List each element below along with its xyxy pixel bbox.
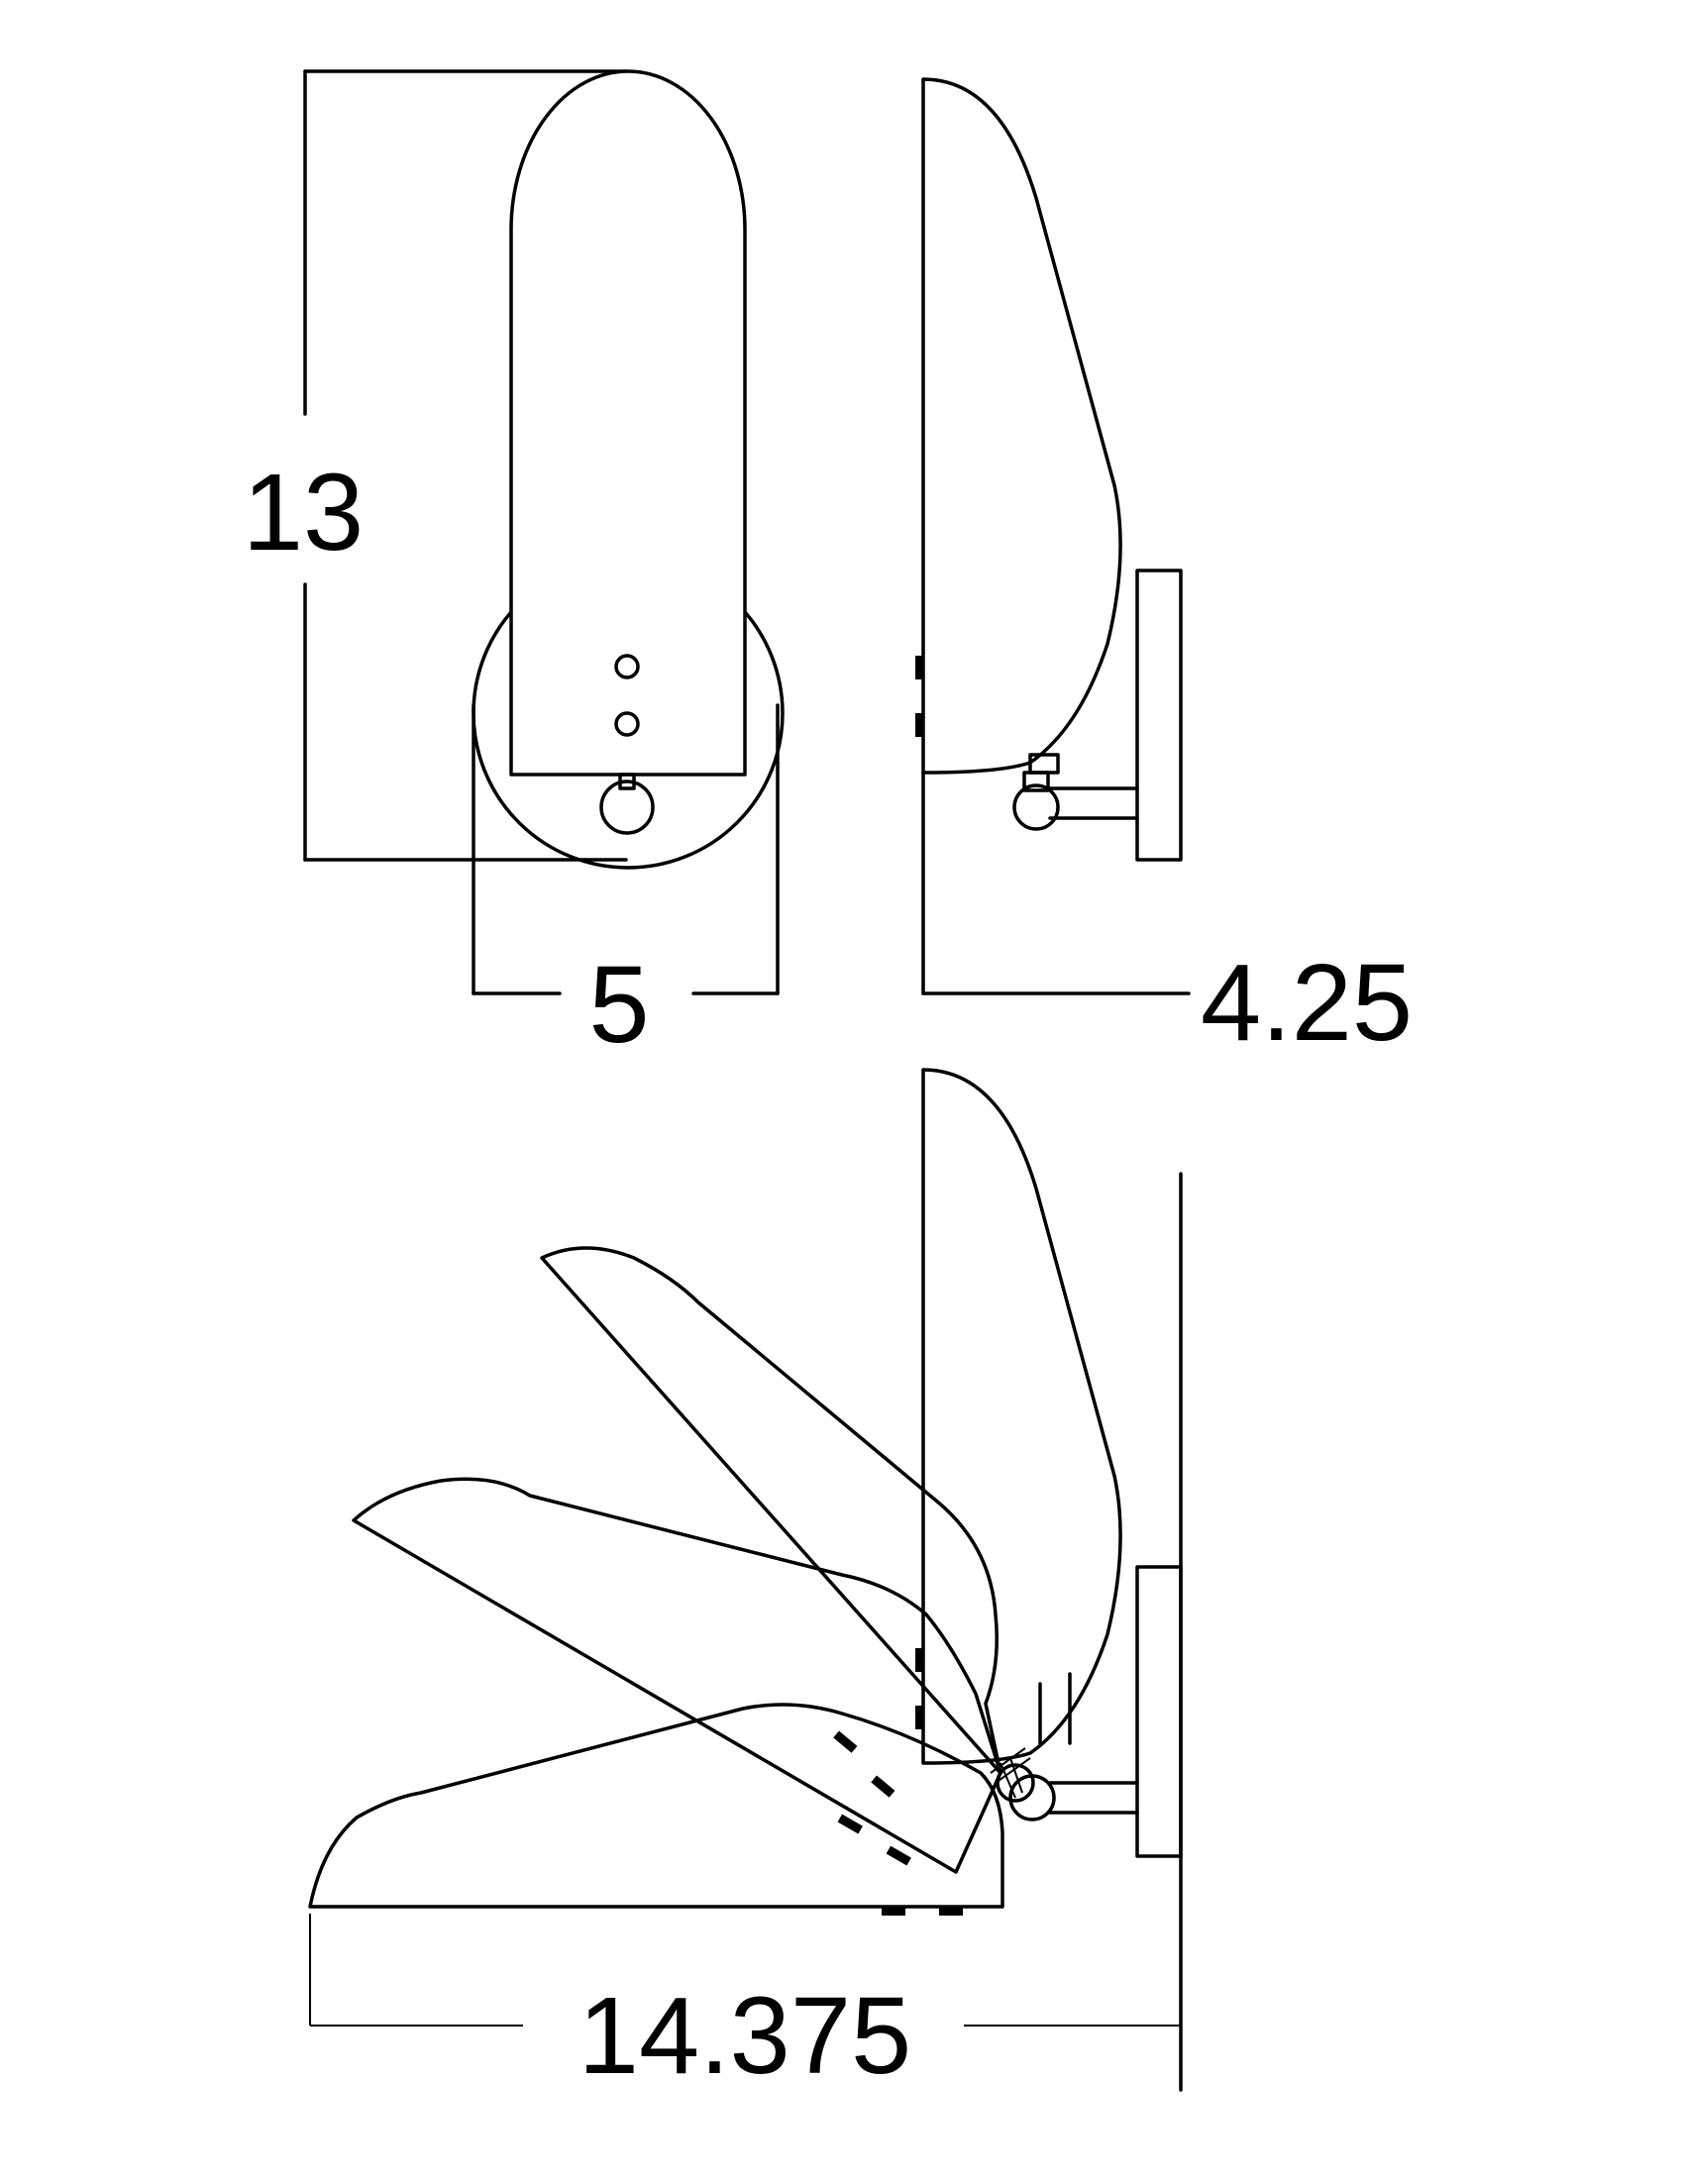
shade-outline [921, 77, 1122, 775]
depth-label: 4.25 [1201, 942, 1413, 1064]
clip-icon [882, 1907, 905, 1916]
side-arm [1048, 1781, 1139, 1815]
height-dimension-lines [303, 69, 628, 862]
clip-icon [915, 656, 924, 679]
extension-dimension-lines [309, 1914, 1181, 2027]
width-label: 5 [588, 944, 649, 1066]
screw-icon [614, 711, 640, 737]
shade-position-tilt-2 [352, 1477, 1002, 1874]
wall-plate [1135, 569, 1183, 862]
height-label: 13 [243, 452, 364, 573]
pivot-hatch [990, 1747, 1031, 1799]
articulation-view: 14.375 [308, 1068, 1183, 2097]
clip-icon [915, 1706, 924, 1729]
shade-outline [509, 69, 747, 777]
shade-position-tilt-1 [540, 1246, 1002, 1775]
depth-dimension-lines [921, 771, 1191, 995]
shade-position-horizontal [308, 1703, 1004, 1909]
side-arm [1048, 786, 1139, 820]
shade-position-upright [921, 1068, 1122, 1765]
clip-icon [886, 1845, 911, 1866]
clip-icon [871, 1775, 895, 1798]
front-view: 5 13 [243, 69, 785, 1066]
clip-icon [915, 713, 924, 737]
screw-icon [614, 654, 640, 679]
clip-icon [915, 1648, 924, 1672]
side-view: 4.25 [915, 77, 1413, 1064]
bulb-icon [599, 773, 655, 835]
extension-label: 14.375 [579, 1975, 911, 2097]
width-dimension-lines [472, 703, 780, 995]
clip-icon [837, 1814, 863, 1834]
clip-icon [833, 1730, 858, 1753]
clip-icon [939, 1907, 963, 1916]
wall-plate [1135, 1565, 1183, 1858]
